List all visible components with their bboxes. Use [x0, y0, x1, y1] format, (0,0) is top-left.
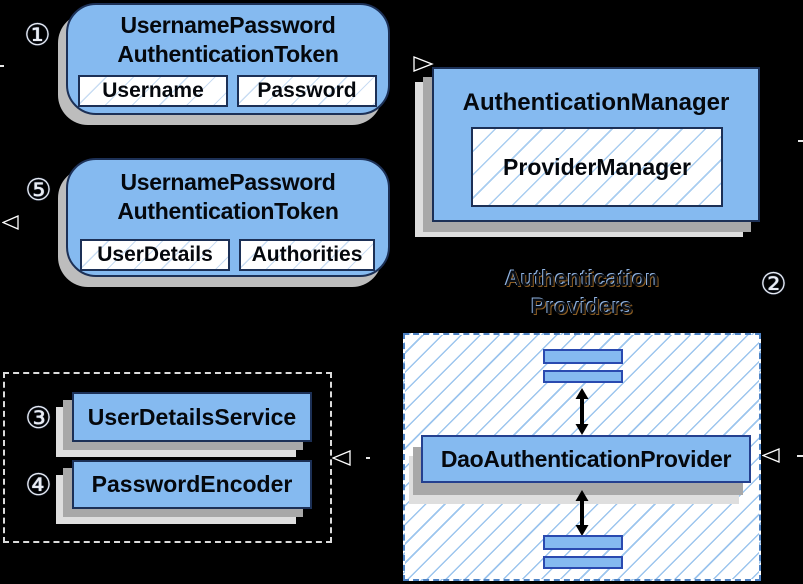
- dao-authentication-provider-box: DaoAuthenticationProvider: [421, 435, 751, 483]
- flow-right-arrowhead-icon: [413, 56, 434, 72]
- provider-stub-bar: [543, 556, 623, 569]
- authorities-field-label: Authorities: [251, 243, 363, 266]
- username-field-label: Username: [102, 79, 204, 102]
- user-details-service-label: UserDetailsService: [87, 403, 297, 430]
- provider-stub-bar: [543, 370, 623, 383]
- dao-authentication-provider-label: DaoAuthenticationProvider: [440, 445, 732, 472]
- flow-left-arrowhead-icon: [332, 450, 351, 466]
- connector-stub-left-top: [0, 65, 4, 67]
- step-3-badge: ③: [25, 402, 52, 435]
- step-1-badge: ①: [24, 19, 51, 52]
- connector-stub-right-dao: [797, 455, 803, 457]
- username-password-token-box: UsernamePassword AuthenticationToken Use…: [66, 3, 390, 115]
- password-field-box: Password: [237, 75, 377, 107]
- user-details-service-box: UserDetailsService: [72, 392, 312, 442]
- password-encoder-label: PasswordEncoder: [91, 471, 293, 497]
- password-field-label: Password: [257, 79, 357, 102]
- connector-stub-right-top: [798, 140, 803, 142]
- token-request-title-line1: UsernamePassword: [120, 12, 336, 38]
- username-field-box: Username: [78, 75, 228, 107]
- token-request-title-line2: AuthenticationToken: [117, 41, 339, 67]
- authorities-field-box: Authorities: [239, 239, 375, 271]
- token-result-title-line1: UsernamePassword: [120, 169, 336, 195]
- authentication-providers-label: Authentication Providers: [403, 265, 761, 321]
- step-2-badge: ②: [760, 268, 787, 301]
- step-4-badge: ④: [25, 469, 52, 502]
- provider-stub-bar: [543, 349, 623, 364]
- provider-stub-bar: [543, 535, 623, 550]
- authentication-providers-container: DaoAuthenticationProvider: [403, 333, 761, 581]
- providers-label-line1: Authentication: [505, 266, 659, 291]
- bidirectional-arrow-icon: [575, 388, 589, 435]
- token-result-title-line2: AuthenticationToken: [117, 198, 339, 224]
- connector-stub-services: [366, 457, 370, 459]
- step-5-badge: ⑤: [25, 174, 52, 207]
- bidirectional-arrow-icon: [575, 490, 589, 536]
- userdetails-field-box: UserDetails: [80, 239, 230, 271]
- authentication-manager-title: AuthenticationManager: [462, 89, 730, 116]
- services-dashed-box: [3, 372, 332, 543]
- password-encoder-box: PasswordEncoder: [72, 460, 312, 509]
- userdetails-field-label: UserDetails: [97, 243, 213, 266]
- authenticated-token-box: UsernamePassword AuthenticationToken Use…: [66, 158, 390, 277]
- flow-left-arrowhead-icon: [762, 448, 780, 463]
- providers-label-line2: Providers: [531, 294, 633, 319]
- provider-manager-label: ProviderManager: [503, 153, 691, 180]
- authentication-manager-box: AuthenticationManager ProviderManager: [432, 67, 760, 222]
- flow-left-arrowhead-icon: [2, 215, 19, 230]
- provider-manager-box: ProviderManager: [471, 127, 723, 207]
